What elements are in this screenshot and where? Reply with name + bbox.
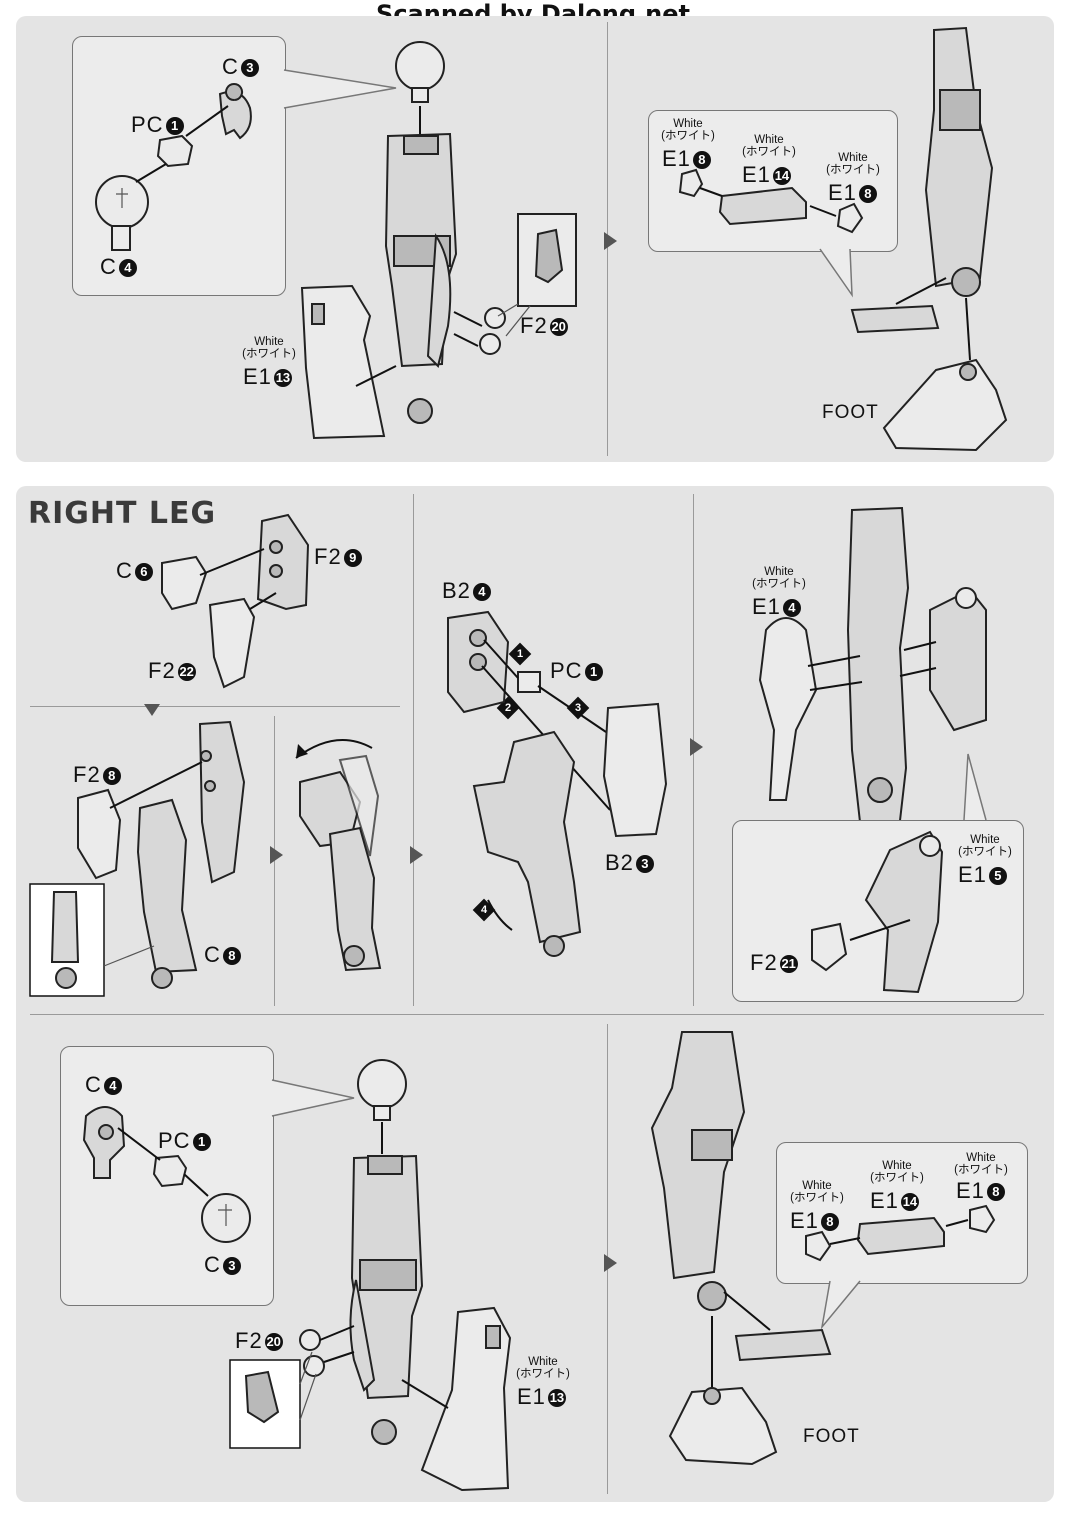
bottom-ankle-drawing	[650, 1031, 832, 1466]
top-ankle-callout-pointer	[819, 248, 853, 298]
top-joint-callout-pointer	[283, 69, 397, 109]
top-joint-callout	[72, 36, 286, 296]
label-white-e1-8b-bottom: White(ホワイト)	[954, 1152, 1008, 1176]
middle-knee-parts-drawing	[161, 513, 310, 689]
step-arrow	[270, 846, 283, 864]
right-leg-title: RIGHT LEG	[28, 496, 217, 531]
middle-calf-drawing	[811, 830, 944, 994]
label-foot-bottom: FOOT	[803, 1426, 860, 1447]
step-arrow	[690, 738, 703, 756]
middle-knee-rotate-drawing	[295, 739, 382, 972]
top-lower-leg-drawing	[300, 41, 577, 440]
middle-knee-assembly-drawing	[447, 610, 668, 957]
bottom-lower-leg-drawing	[229, 1059, 512, 1492]
label-white-e1-8b: White(ホワイト)	[826, 152, 880, 176]
step-arrow-down	[144, 704, 160, 716]
label-white-e1-5: White(ホワイト)	[958, 834, 1012, 858]
label-white-e1-8a: White(ホワイト)	[661, 118, 715, 142]
divider-5	[30, 1014, 1044, 1015]
label-white-e1-14-bottom: White(ホワイト)	[870, 1160, 924, 1184]
label-foot-top: FOOT	[822, 402, 879, 423]
divider-1	[413, 494, 414, 1006]
label-white-e1-13: White(ホワイト)	[242, 336, 296, 360]
step-arrow	[604, 232, 617, 250]
top-ankle-drawing	[678, 26, 1008, 452]
top-joint-parts-drawing	[95, 83, 252, 251]
bottom-joint-callout-pointer	[271, 1079, 355, 1117]
bottom-ankle-parts-drawing	[805, 1204, 996, 1262]
divider-3	[30, 706, 400, 707]
step-arrow	[410, 846, 423, 864]
label-white-e1-14: White(ホワイト)	[742, 134, 796, 158]
step-arrow	[604, 1254, 617, 1272]
middle-leg-armor-drawing	[758, 506, 987, 842]
label-white-e1-4: White(ホワイト)	[752, 566, 806, 590]
label-white-e1-8a-bottom: White(ホワイト)	[790, 1180, 844, 1204]
middle-calf-callout-pointer	[963, 753, 987, 821]
bottom-ankle-callout-pointer	[820, 1280, 861, 1330]
label-white-e1-13-bottom: White(ホワイト)	[516, 1356, 570, 1380]
middle-knee-frame-drawing	[29, 720, 246, 997]
bottom-joint-parts-drawing	[82, 1106, 251, 1243]
